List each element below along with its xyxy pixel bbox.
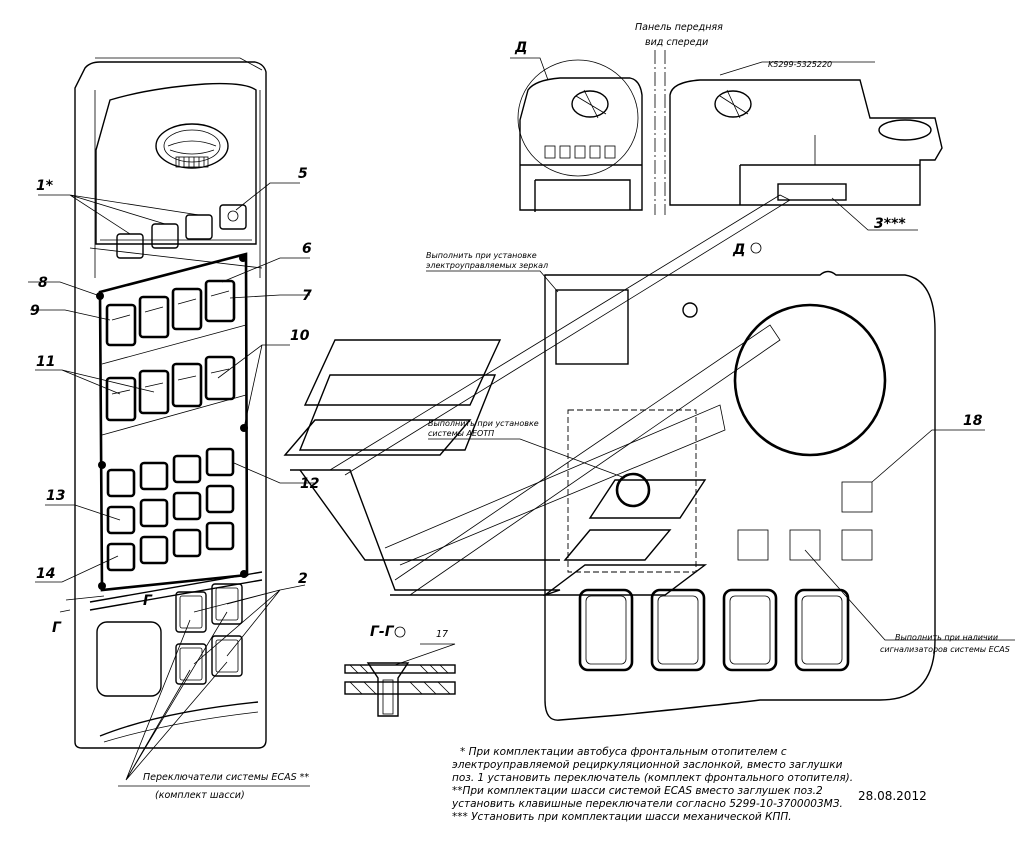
section-gg: Г-Г 17: [344, 624, 456, 717]
ecas-signal-note-1: Выполнить при наличии: [895, 633, 998, 642]
chassis-kit-label: (комплект шасси): [155, 790, 245, 801]
callout-17: 17: [436, 629, 448, 640]
section-mark-left: Г: [52, 620, 62, 636]
front-panel-title-1: Панель передняя: [635, 22, 723, 33]
callout-8: 8: [38, 275, 48, 291]
footnote-3: поз. 1 установить переключатель (комплек…: [452, 772, 853, 784]
callout-13: 13: [46, 488, 65, 504]
view-d-detail: 18: [283, 194, 1015, 721]
front-panel-view: Панель передняя вид спереди Д K5299-5325…: [510, 22, 943, 232]
view-d-label: Д: [514, 40, 527, 56]
large-switch-cutouts: [578, 588, 850, 672]
plug-buttons-pos1: [116, 204, 247, 259]
callout-1: 1*: [36, 178, 54, 194]
ecas-switch-plugs-pos2: [175, 583, 243, 685]
footnote-6: *** Установить при комплектации шасси ме…: [452, 811, 792, 823]
drawing-date: 28.08.2012: [858, 789, 927, 803]
callout-2: 2: [298, 571, 308, 587]
footnote-5: установить клавишные переключатели согла…: [451, 798, 843, 810]
ecas-signal-lights: [737, 529, 873, 561]
footnote-2: электроуправляемой рециркуляционной засл…: [452, 759, 843, 771]
section-gg-label: Г-Г: [370, 624, 395, 640]
callout-18: 18: [963, 413, 983, 429]
mini-switch-row: [544, 145, 616, 159]
logo-emblem-icon: [155, 123, 229, 169]
mirrors-note-1: Выполнить при установке: [426, 251, 537, 260]
callout-5: 5: [298, 166, 308, 182]
rocker-switches-row2: [105, 355, 236, 422]
section-mark-right: Г: [143, 593, 153, 609]
front-panel-title-2: вид спереди: [645, 37, 708, 48]
left-callouts: 1* 5 6 7 8 9 10 11 12 13 14 2 Г Г Перекл…: [30, 166, 319, 801]
callout-3: 3***: [874, 216, 906, 232]
rocker-switches-row1: [105, 279, 236, 347]
callout-11: 11: [36, 354, 55, 370]
callout-6: 6: [302, 241, 312, 257]
callout-10: 10: [290, 328, 310, 344]
kpp-plug-pos3: [777, 183, 847, 201]
callout-9: 9: [30, 303, 40, 319]
aedtp-hole: [615, 472, 651, 508]
cutout: [96, 621, 162, 697]
mirrors-note-2: электроуправляемых зеркал: [426, 261, 548, 270]
callout-14: 14: [36, 566, 55, 582]
part-number: K5299-5325220: [768, 60, 832, 69]
ecas-switches-label: Переключатели системы ECAS **: [143, 772, 309, 783]
projection-strips: [283, 194, 791, 596]
round-cutout: [733, 303, 887, 457]
key-switches-grid: [106, 447, 235, 572]
footnote-4: **При комплектации шасси системой ECAS в…: [452, 785, 823, 797]
mirror-plug: [555, 289, 629, 365]
aedtp-note-1: Выполнить при установке: [428, 419, 539, 428]
footnote-1: * При комплектации автобуса фронтальным …: [460, 746, 787, 758]
footnotes: * При комплектации автобуса фронтальным …: [451, 746, 853, 823]
ecas-signal-note-2: сигнализаторов системы ECAS: [880, 645, 1010, 654]
aedtp-note-2: системы АЕОТП: [428, 429, 494, 438]
control-panel-view: [28, 57, 315, 787]
view-d-marker: Д: [732, 242, 745, 258]
callout-7: 7: [302, 288, 312, 304]
